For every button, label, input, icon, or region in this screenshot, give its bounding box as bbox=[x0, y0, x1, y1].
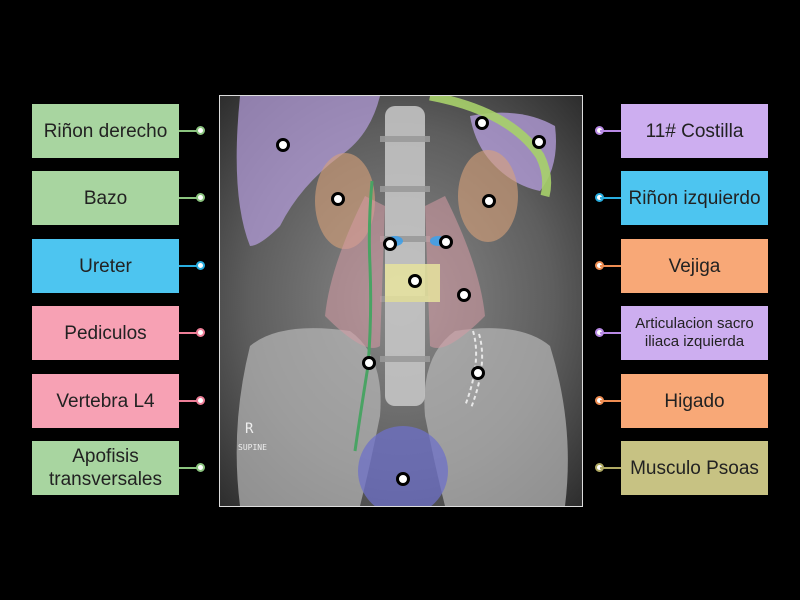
label-higado[interactable]: Higado bbox=[621, 374, 768, 428]
label-musculo-psoas[interactable]: Musculo Psoas bbox=[621, 441, 768, 495]
connector bbox=[179, 467, 201, 469]
drag-handle[interactable] bbox=[196, 463, 205, 472]
label-bazo[interactable]: Bazo bbox=[32, 171, 179, 225]
label-articulacion-sacroiliaca[interactable]: Articulacion sacro iliaca izquierda bbox=[621, 306, 768, 360]
connector bbox=[179, 130, 201, 132]
connector bbox=[600, 265, 621, 267]
side-marker: R bbox=[245, 421, 254, 437]
label-costilla-11[interactable]: 11# Costilla bbox=[621, 104, 768, 158]
drop-target-pin[interactable] bbox=[457, 288, 471, 302]
drag-handle[interactable] bbox=[196, 328, 205, 337]
connector bbox=[179, 265, 201, 267]
label-ureter[interactable]: Ureter bbox=[32, 239, 179, 293]
drop-target-pin[interactable] bbox=[439, 235, 453, 249]
drag-handle[interactable] bbox=[196, 396, 205, 405]
label-vejiga[interactable]: Vejiga bbox=[621, 239, 768, 293]
label-apofisis-transversales[interactable]: Apofisis transversales bbox=[32, 441, 179, 495]
drop-target-pin[interactable] bbox=[475, 116, 489, 130]
drop-target-pin[interactable] bbox=[482, 194, 496, 208]
drop-target-pin[interactable] bbox=[383, 237, 397, 251]
drop-target-pin[interactable] bbox=[396, 472, 410, 486]
drag-handle[interactable] bbox=[196, 126, 205, 135]
drop-target-pin[interactable] bbox=[408, 274, 422, 288]
drop-target-pin[interactable] bbox=[362, 356, 376, 370]
label-rinon-izquierdo[interactable]: Riñon izquierdo bbox=[621, 171, 768, 225]
connector bbox=[600, 130, 621, 132]
drop-target-pin[interactable] bbox=[276, 138, 290, 152]
connector bbox=[600, 400, 621, 402]
connector bbox=[179, 332, 201, 334]
connector bbox=[179, 197, 201, 199]
position-marker: SUPINE bbox=[238, 443, 267, 452]
drag-handle[interactable] bbox=[196, 193, 205, 202]
drop-target-pin[interactable] bbox=[331, 192, 345, 206]
xray-illustration bbox=[220, 96, 582, 506]
drag-handle[interactable] bbox=[196, 261, 205, 270]
connector bbox=[600, 197, 621, 199]
connector bbox=[600, 467, 621, 469]
connector bbox=[179, 400, 201, 402]
drop-target-pin[interactable] bbox=[532, 135, 546, 149]
connector bbox=[600, 332, 621, 334]
xray-image: R SUPINE bbox=[219, 95, 583, 507]
label-rinon-derecho[interactable]: Riñon derecho bbox=[32, 104, 179, 158]
label-pediculos[interactable]: Pediculos bbox=[32, 306, 179, 360]
label-vertebra-l4[interactable]: Vertebra L4 bbox=[32, 374, 179, 428]
drop-target-pin[interactable] bbox=[471, 366, 485, 380]
